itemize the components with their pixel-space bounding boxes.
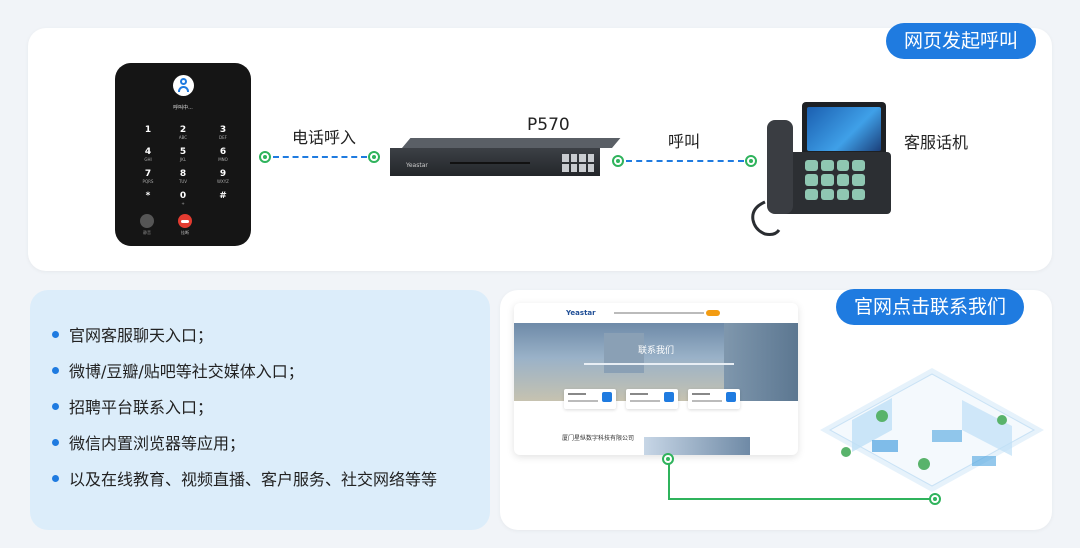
hangup-label: 挂断 bbox=[181, 230, 189, 235]
phone-display bbox=[802, 102, 886, 156]
entry-points-list: 官网客服聊天入口； 微博/豆瓣/贴吧等社交媒体入口； 招聘平台联系入口； 微信内… bbox=[30, 290, 490, 530]
link-node-5 bbox=[662, 453, 674, 465]
user-icon bbox=[180, 78, 187, 85]
website-card bbox=[688, 389, 740, 409]
website-logo: Yeastar bbox=[566, 309, 596, 317]
call-in-link bbox=[273, 156, 367, 158]
office-illustration bbox=[820, 368, 1044, 492]
link-node-2 bbox=[368, 151, 380, 163]
device-name: P570 bbox=[527, 115, 570, 135]
dial-key[interactable]: * bbox=[145, 191, 151, 201]
website-company: 厦门星纵数字科技有限公司 bbox=[562, 435, 635, 442]
phone-handset bbox=[767, 120, 793, 214]
connection-line bbox=[668, 459, 936, 500]
call-link bbox=[626, 160, 744, 162]
agent-phone-label: 客服话机 bbox=[904, 133, 969, 152]
phone-cord bbox=[751, 200, 781, 236]
list-item: 招聘平台联系入口； bbox=[52, 390, 437, 426]
link-node-1 bbox=[259, 151, 271, 163]
ethernet-ports bbox=[562, 154, 594, 172]
contact-us-tag: 官网点击联系我们 bbox=[836, 289, 1025, 325]
desk-phone bbox=[745, 100, 895, 240]
call-label: 呼叫 bbox=[668, 132, 701, 151]
list-item: 官网客服聊天入口； bbox=[52, 318, 437, 354]
website-hero: 联系我们 bbox=[514, 323, 798, 401]
dial-key[interactable]: # bbox=[219, 191, 227, 201]
device-brand: Yeastar bbox=[406, 162, 428, 169]
website-card bbox=[626, 389, 678, 409]
hangup-icon bbox=[181, 220, 189, 223]
p570-device: Yeastar bbox=[390, 138, 621, 180]
list-item: 微信内置浏览器等应用； bbox=[52, 426, 437, 462]
list-item: 微博/豆瓣/贴吧等社交媒体入口； bbox=[52, 354, 437, 390]
call-status: 呼叫中... bbox=[173, 105, 193, 111]
hangup-button[interactable] bbox=[178, 214, 192, 228]
link-node-3 bbox=[612, 155, 624, 167]
avatar bbox=[173, 75, 194, 96]
link-node-4 bbox=[745, 155, 757, 167]
dial-key[interactable]: 0+ bbox=[179, 191, 187, 206]
dial-key[interactable]: 1 bbox=[144, 125, 152, 135]
mute-label: 静音 bbox=[143, 230, 151, 235]
list-item: 以及在线教育、视频直播、客户服务、社交网络等等 bbox=[52, 462, 437, 498]
link-node-6 bbox=[929, 493, 941, 505]
website-mock: Yeastar 联系我们 厦门星纵数字科技有限公司 bbox=[514, 303, 798, 455]
call-in-label: 电话呼入 bbox=[292, 128, 357, 147]
website-hero-title: 联系我们 bbox=[637, 346, 674, 356]
website-nav: Yeastar bbox=[514, 303, 798, 323]
web-call-tag: 网页发起呼叫 bbox=[886, 23, 1037, 59]
website-card bbox=[564, 389, 616, 409]
mute-button[interactable] bbox=[140, 214, 154, 228]
